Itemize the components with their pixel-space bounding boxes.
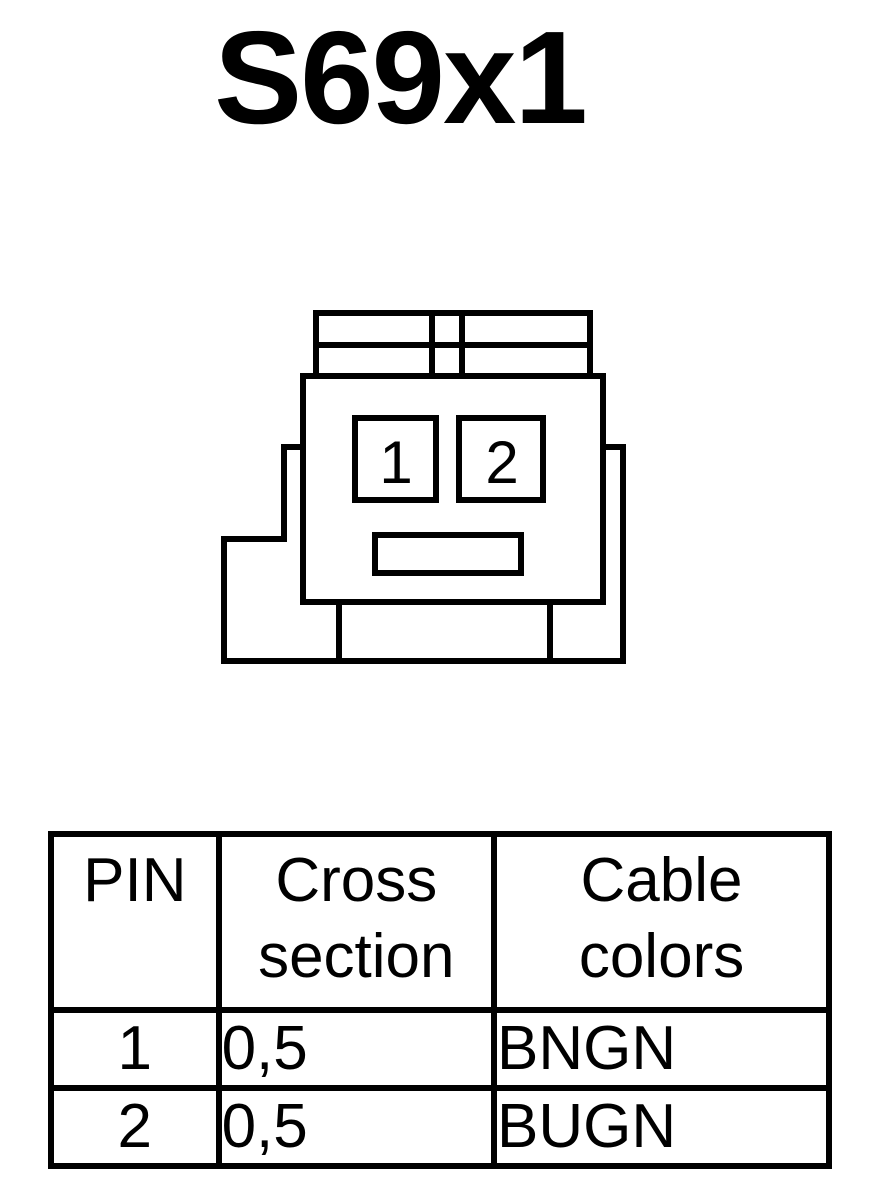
connector-diagram: 1 2 [221, 310, 626, 664]
table-row: 2 0,5 BUGN [48, 1085, 832, 1169]
cross-section-value: 0,5 [215, 1085, 498, 1169]
cavity-1-label: 1 [379, 429, 412, 496]
cavity-2-label: 2 [485, 429, 518, 496]
header-cross-section: Cross section [215, 831, 498, 1013]
header-cable-colors: Cable colors [491, 831, 832, 1013]
pin-number: 2 [48, 1085, 222, 1169]
table-header-row: PIN Cross section Cable colors [48, 831, 832, 1013]
connector-title: S69x1 [214, 4, 588, 151]
cross-section-value: 0,5 [215, 1007, 498, 1091]
cavity-2 [456, 415, 546, 503]
header-pin: PIN [48, 831, 222, 1013]
key-slot [372, 532, 524, 576]
cable-color-value: BUGN [491, 1085, 832, 1169]
connector-housing-outer [221, 444, 626, 664]
table-row: 1 0,5 BNGN [48, 1007, 832, 1091]
pin-table: PIN Cross section Cable colors 1 0,5 BNG… [48, 831, 832, 1169]
cavity-1 [352, 415, 439, 503]
connector-body [300, 373, 606, 605]
pin-number: 1 [48, 1007, 222, 1091]
cable-color-value: BNGN [491, 1007, 832, 1091]
